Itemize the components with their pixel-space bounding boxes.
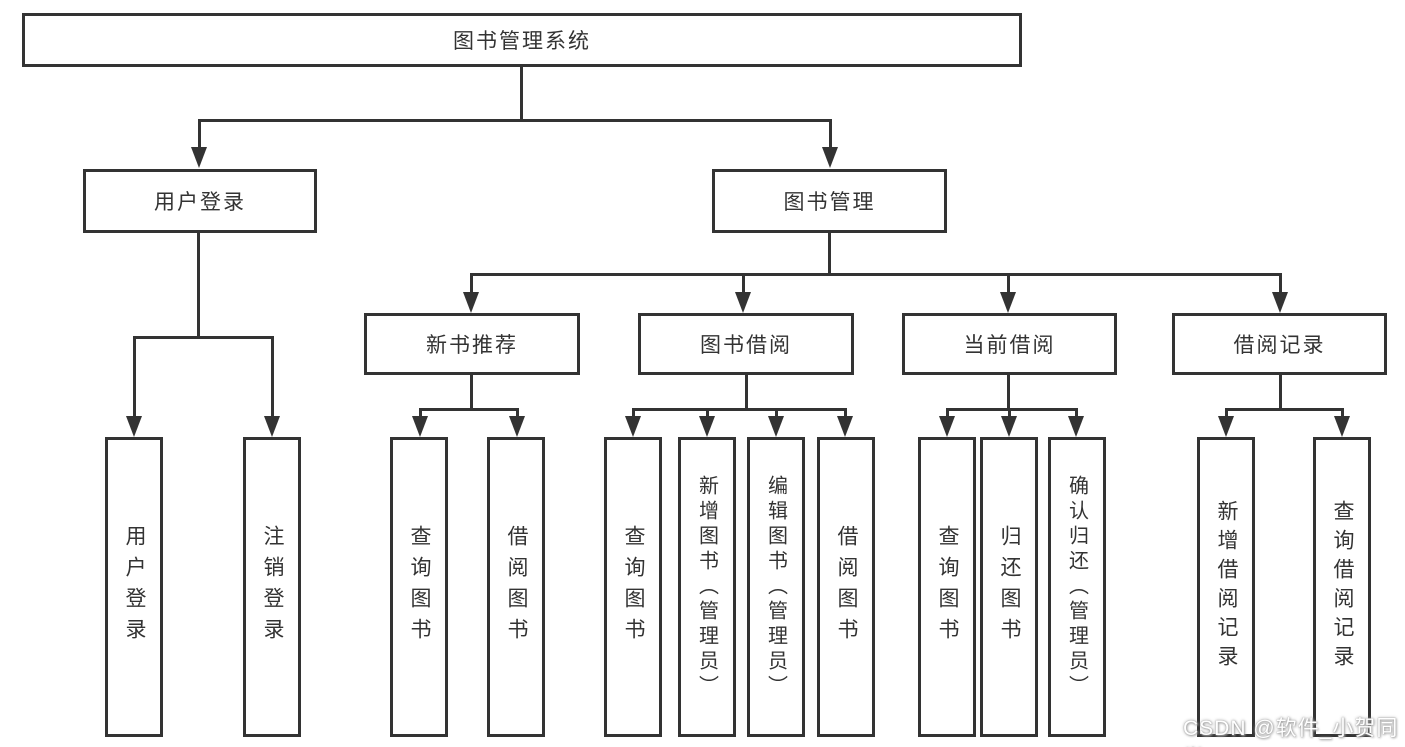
leaf-nbr-borrow-book: 借阅图书: [487, 437, 545, 737]
node-label: 图书管理: [783, 191, 876, 214]
connector-nbr-rail: [419, 408, 519, 411]
connector-userlogin-rail: [133, 336, 273, 339]
node-label: 当前借阅: [963, 334, 1056, 357]
node-label: 借阅记录: [1233, 334, 1326, 357]
arrowhead-new-book-recommend: [463, 292, 479, 313]
leaf-bb-query-book: 查询图书: [604, 437, 662, 737]
arrowhead-bb-edit: [768, 416, 784, 437]
connector-drop-nbr-borrow: [516, 408, 519, 418]
node-current-borrow: 当前借阅: [902, 313, 1117, 375]
arrowhead-bb-borrow: [837, 416, 853, 437]
leaf-logout: 注销登录: [243, 437, 301, 737]
arrowhead-cb-query: [939, 416, 955, 437]
arrowhead-br-query: [1334, 416, 1350, 437]
node-root-library-management-system: 图书管理系统: [22, 13, 1022, 67]
connector-bb-rail: [632, 408, 846, 411]
arrowhead-leaf-login: [126, 416, 142, 437]
arrowhead-borrow-record: [1272, 292, 1288, 313]
connector-drop-nbr-query: [419, 408, 422, 418]
leaf-label: 查询图书: [622, 525, 645, 649]
arrowhead-cb-return: [1001, 416, 1017, 437]
connector-cb-stem: [1007, 375, 1010, 408]
arrowhead-bb-add: [699, 416, 715, 437]
connector-drop-cb-query: [946, 408, 949, 418]
arrowhead-br-add: [1218, 416, 1234, 437]
connector-root-stem: [520, 66, 523, 119]
connector-drop-bb-borrow: [844, 408, 847, 418]
arrowhead-book-management: [822, 147, 838, 168]
node-label: 用户登录: [154, 191, 246, 214]
connector-nbr-stem: [470, 375, 473, 408]
connector-drop-leaf-login: [133, 336, 136, 416]
connector-bookmgmt-stem: [828, 233, 831, 273]
connector-bookmgmt-rail: [470, 273, 1281, 276]
node-label: 新书推荐: [426, 334, 518, 357]
connector-drop-cb-return: [1008, 408, 1011, 418]
leaf-label: 借阅图书: [505, 525, 528, 649]
leaf-cb-return-book: 归还图书: [980, 437, 1038, 737]
leaf-label: 查询借阅记录: [1331, 500, 1354, 674]
node-user-login: 用户登录: [83, 169, 317, 233]
connector-drop-borrow-record: [1279, 273, 1282, 293]
node-label: 图书借阅: [700, 334, 792, 357]
leaf-cb-confirm-return-admin: 确认归还（管理员）: [1048, 437, 1106, 737]
connector-drop-cb-confirm: [1075, 408, 1078, 418]
node-new-book-recommend: 新书推荐: [364, 313, 580, 375]
leaf-br-query-borrow-record: 查询借阅记录: [1313, 437, 1371, 737]
leaf-label: 新增图书（管理员）: [695, 474, 718, 700]
node-borrow-record: 借阅记录: [1172, 313, 1387, 375]
connector-drop-user-login: [198, 119, 201, 149]
csdn-watermark: CSDN @软件_小贺同学: [1183, 717, 1399, 740]
leaf-bb-borrow-book: 借阅图书: [817, 437, 875, 737]
arrowhead-leaf-logout: [264, 416, 280, 437]
connector-drop-br-add: [1225, 408, 1228, 418]
connector-drop-book-management: [829, 119, 832, 149]
connector-drop-book-borrow: [742, 273, 745, 293]
connector-bb-stem: [745, 375, 748, 408]
leaf-label: 归还图书: [998, 525, 1021, 649]
leaf-label: 确认归还（管理员）: [1065, 474, 1088, 700]
connector-drop-bb-edit: [775, 408, 778, 418]
leaf-label: 注销登录: [261, 525, 284, 649]
connector-root-rail: [198, 119, 832, 122]
leaf-label: 借阅图书: [835, 525, 858, 649]
node-label: 图书管理系统: [453, 30, 591, 53]
connector-drop-bb-query: [632, 408, 635, 418]
connector-userlogin-stem: [197, 233, 200, 336]
connector-drop-current-borrow: [1007, 273, 1010, 293]
leaf-br-add-borrow-record: 新增借阅记录: [1197, 437, 1255, 737]
arrowhead-nbr-borrow: [509, 416, 525, 437]
node-book-management: 图书管理: [712, 169, 947, 233]
leaf-label: 查询图书: [936, 525, 959, 649]
leaf-bb-edit-book-admin: 编辑图书（管理员）: [747, 437, 805, 737]
connector-drop-br-query: [1341, 408, 1344, 418]
connector-drop-bb-add: [706, 408, 709, 418]
leaf-label: 新增借阅记录: [1215, 500, 1238, 674]
leaf-bb-add-book-admin: 新增图书（管理员）: [678, 437, 736, 737]
leaf-label: 查询图书: [408, 525, 431, 649]
connector-drop-new-book-recommend: [470, 273, 473, 293]
leaf-label: 编辑图书（管理员）: [764, 474, 787, 700]
arrowhead-user-login: [191, 147, 207, 168]
arrowhead-bb-query: [625, 416, 641, 437]
arrowhead-nbr-query: [412, 416, 428, 437]
connector-br-rail: [1225, 408, 1343, 411]
arrowhead-book-borrow: [735, 292, 751, 313]
arrowhead-current-borrow: [1000, 292, 1016, 313]
node-book-borrow: 图书借阅: [638, 313, 854, 375]
connector-cb-rail: [946, 408, 1078, 411]
connector-br-stem: [1279, 375, 1282, 408]
leaf-user-login: 用户登录: [105, 437, 163, 737]
leaf-label: 用户登录: [123, 525, 146, 649]
arrowhead-cb-confirm: [1068, 416, 1084, 437]
connector-drop-leaf-logout: [271, 336, 274, 416]
leaf-nbr-query-book: 查询图书: [390, 437, 448, 737]
leaf-cb-query-book: 查询图书: [918, 437, 976, 737]
